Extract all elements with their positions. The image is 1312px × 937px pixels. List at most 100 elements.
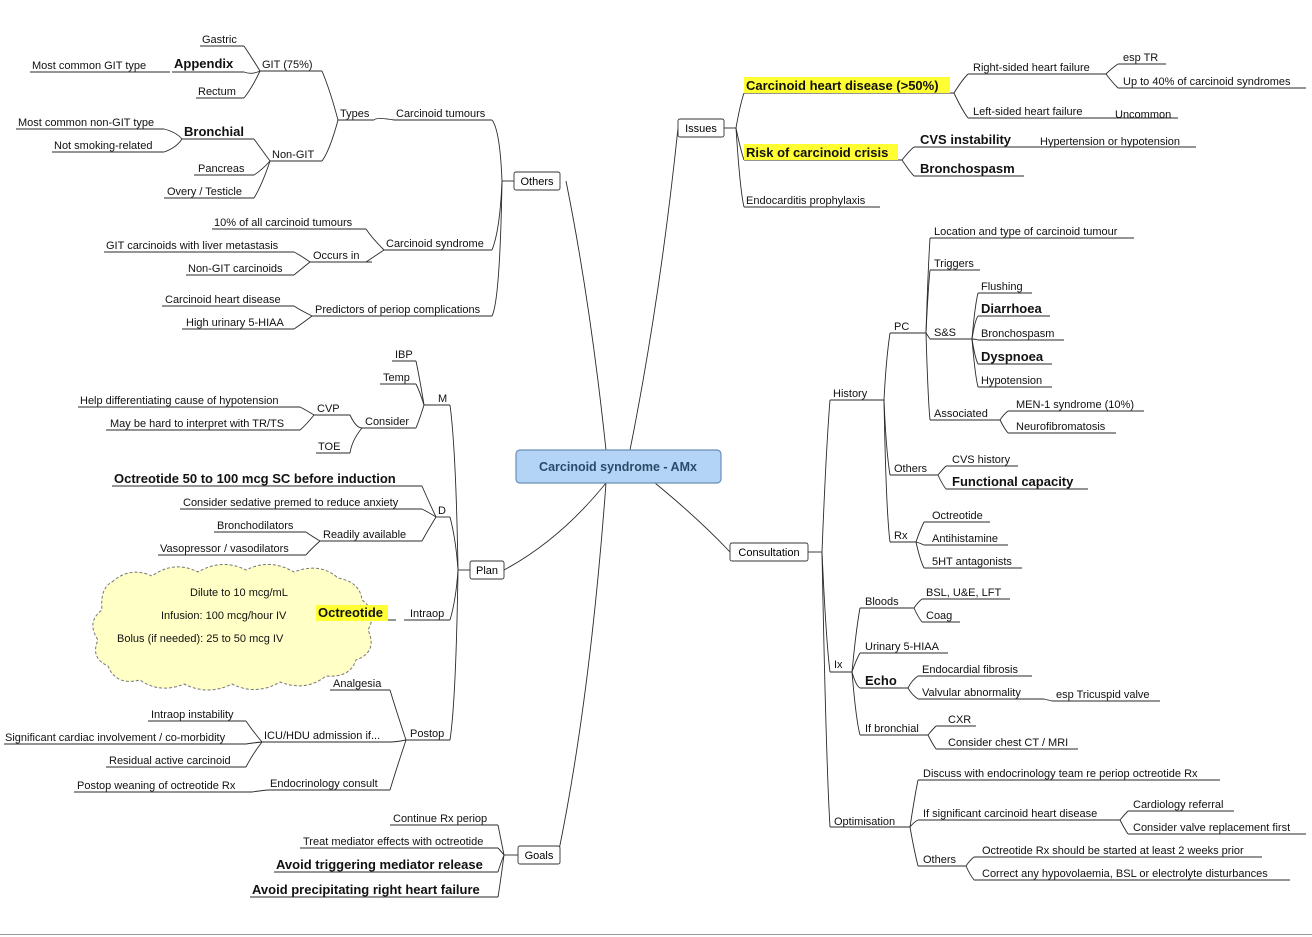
node-icu-c[interactable]: Residual active carcinoid xyxy=(109,755,231,767)
node-consider[interactable]: Consider xyxy=(365,416,409,428)
node-endo[interactable]: Endocrinology consult xyxy=(270,778,378,790)
node-sedative[interactable]: Consider sedative premed to reduce anxie… xyxy=(183,497,399,509)
node-ovary[interactable]: Overy / Testicle xyxy=(167,186,242,198)
node-plan[interactable]: Plan xyxy=(469,560,505,580)
node-gastric[interactable]: Gastric xyxy=(202,34,237,46)
node-bronchodilators[interactable]: Bronchodilators xyxy=(217,520,294,532)
node-octreotide-sc[interactable]: Octreotide 50 to 100 mcg SC before induc… xyxy=(114,471,396,486)
node-git-liver[interactable]: GIT carcinoids with liver metastasis xyxy=(106,240,279,252)
node-opt-others[interactable]: Others xyxy=(923,854,957,866)
node-goals[interactable]: Goals xyxy=(517,845,561,865)
node-most-common-non-git[interactable]: Most common non-GIT type xyxy=(18,117,154,129)
node-5ht-antagonists[interactable]: 5HT antagonists xyxy=(932,556,1012,568)
node-infusion[interactable]: Infusion: 100 mcg/hour IV xyxy=(161,610,287,622)
node-antihistamine[interactable]: Antihistamine xyxy=(932,533,998,545)
node-valve-replacement[interactable]: Consider valve replacement first xyxy=(1133,822,1290,834)
node-consultation[interactable]: Consultation xyxy=(729,542,809,562)
node-analgesia[interactable]: Analgesia xyxy=(333,678,382,690)
node-men1[interactable]: MEN-1 syndrome (10%) xyxy=(1016,399,1134,411)
node-non-git[interactable]: Non-GIT xyxy=(272,149,314,161)
node-hypotension[interactable]: Hypotension xyxy=(981,375,1042,387)
node-issues[interactable]: Issues xyxy=(677,118,725,138)
node-carcinoid-crisis[interactable]: Risk of carcinoid crisis xyxy=(746,145,888,160)
node-ibp[interactable]: IBP xyxy=(395,349,413,361)
node-ten-percent[interactable]: 10% of all carcinoid tumours xyxy=(214,217,353,229)
node-dyspnoea[interactable]: Dyspnoea xyxy=(981,349,1044,364)
node-correct[interactable]: Correct any hypovolaemia, BSL or electro… xyxy=(982,868,1268,880)
node-urinary[interactable]: Urinary 5-HIAA xyxy=(865,641,940,653)
node-echo[interactable]: Echo xyxy=(865,673,897,688)
node-others[interactable]: Others xyxy=(513,171,561,191)
node-not-smoking[interactable]: Not smoking-related xyxy=(54,140,152,152)
node-appendix[interactable]: Appendix xyxy=(174,56,234,71)
node-coag[interactable]: Coag xyxy=(926,610,952,622)
node-rx-octreotide[interactable]: Octreotide xyxy=(932,510,983,522)
node-dilute[interactable]: Dilute to 10 mcg/mL xyxy=(190,587,288,599)
node-endocardial[interactable]: Endocardial fibrosis xyxy=(922,664,1018,676)
node-location[interactable]: Location and type of carcinoid tumour xyxy=(934,226,1118,238)
node-non-git-carcinoids[interactable]: Non-GIT carcinoids xyxy=(188,263,283,275)
node-icu-b[interactable]: Significant cardiac involvement / co-mor… xyxy=(5,732,226,744)
node-tricuspid[interactable]: esp Tricuspid valve xyxy=(1056,689,1150,701)
node-bsl[interactable]: BSL, U&E, LFT xyxy=(926,587,1001,599)
node-cardiology[interactable]: Cardiology referral xyxy=(1133,799,1223,811)
node-most-common-git[interactable]: Most common GIT type xyxy=(32,60,146,72)
node-valvular[interactable]: Valvular abnormality xyxy=(922,687,1021,699)
node-if-heart[interactable]: If significant carcinoid heart disease xyxy=(923,808,1097,820)
node-history-others[interactable]: Others xyxy=(894,463,928,475)
node-icu-a[interactable]: Intraop instability xyxy=(151,709,234,721)
node-if-bronchial[interactable]: If bronchial xyxy=(865,723,919,735)
node-esp-tr[interactable]: esp TR xyxy=(1123,52,1158,64)
node-diarrhoea[interactable]: Diarrhoea xyxy=(981,301,1042,316)
node-avoid-trigger[interactable]: Avoid triggering mediator release xyxy=(276,857,483,872)
node-weaning[interactable]: Postop weaning of octreotide Rx xyxy=(77,780,236,792)
node-cxr[interactable]: CXR xyxy=(948,714,971,726)
node-hyper-hypo[interactable]: Hypertension or hypotension xyxy=(1040,136,1180,148)
node-predictors[interactable]: Predictors of periop complications xyxy=(315,304,481,316)
node-ss[interactable]: S&S xyxy=(934,327,956,339)
node-history[interactable]: History xyxy=(833,388,868,400)
node-pancreas[interactable]: Pancreas xyxy=(198,163,245,175)
node-cvp-a[interactable]: Help differentiating cause of hypotensio… xyxy=(80,395,279,407)
node-cvp[interactable]: CVP xyxy=(317,403,340,415)
node-cvs-instability[interactable]: CVS instability xyxy=(920,132,1012,147)
node-optimisation[interactable]: Optimisation xyxy=(834,816,895,828)
node-continue[interactable]: Continue Rx periop xyxy=(393,813,487,825)
node-flushing[interactable]: Flushing xyxy=(981,281,1023,293)
node-right-hf[interactable]: Right-sided heart failure xyxy=(973,62,1090,74)
node-functional-capacity[interactable]: Functional capacity xyxy=(952,474,1074,489)
node-toe[interactable]: TOE xyxy=(318,441,340,453)
node-cvs-history[interactable]: CVS history xyxy=(952,454,1011,466)
node-two-weeks[interactable]: Octreotide Rx should be started at least… xyxy=(982,845,1244,857)
node-heart-disease[interactable]: Carcinoid heart disease xyxy=(165,294,281,306)
node-cvp-b[interactable]: May be hard to interpret with TR/TS xyxy=(110,418,284,430)
root-node[interactable]: Carcinoid syndrome - AMx xyxy=(515,449,722,484)
node-left-hf[interactable]: Left-sided heart failure xyxy=(973,106,1082,118)
node-postop[interactable]: Postop xyxy=(410,728,444,740)
node-carcinoid-syndrome[interactable]: Carcinoid syndrome xyxy=(386,238,484,250)
node-ix[interactable]: Ix xyxy=(834,659,843,671)
node-pc[interactable]: PC xyxy=(894,321,909,333)
node-carcinoid-heart-disease[interactable]: Carcinoid heart disease (>50%) xyxy=(746,78,939,93)
node-carcinoid-tumours[interactable]: Carcinoid tumours xyxy=(396,108,486,120)
node-bronchial[interactable]: Bronchial xyxy=(184,124,244,139)
node-rectum[interactable]: Rectum xyxy=(198,86,236,98)
node-git[interactable]: GIT (75%) xyxy=(262,59,313,71)
node-occurs-in[interactable]: Occurs in xyxy=(313,250,359,262)
node-temp[interactable]: Temp xyxy=(383,372,410,384)
node-avoid-rhf[interactable]: Avoid precipitating right heart failure xyxy=(252,882,480,897)
node-bolus[interactable]: Bolus (if needed): 25 to 50 mcg IV xyxy=(117,633,284,645)
node-endocarditis[interactable]: Endocarditis prophylaxis xyxy=(746,195,866,207)
node-treat[interactable]: Treat mediator effects with octreotide xyxy=(303,836,483,848)
node-hiaa[interactable]: High urinary 5-HIAA xyxy=(186,317,284,329)
node-bloods[interactable]: Bloods xyxy=(865,596,899,608)
node-uncommon[interactable]: Uncommon xyxy=(1115,109,1171,121)
node-associated[interactable]: Associated xyxy=(934,408,988,420)
node-discuss[interactable]: Discuss with endocrinology team re perio… xyxy=(923,768,1198,780)
node-triggers[interactable]: Triggers xyxy=(934,258,974,270)
node-rx[interactable]: Rx xyxy=(894,530,908,542)
node-m[interactable]: M xyxy=(438,393,447,405)
node-intraop[interactable]: Intraop xyxy=(410,608,444,620)
node-ct-mri[interactable]: Consider chest CT / MRI xyxy=(948,737,1068,749)
node-up-to-40[interactable]: Up to 40% of carcinoid syndromes xyxy=(1123,76,1291,88)
